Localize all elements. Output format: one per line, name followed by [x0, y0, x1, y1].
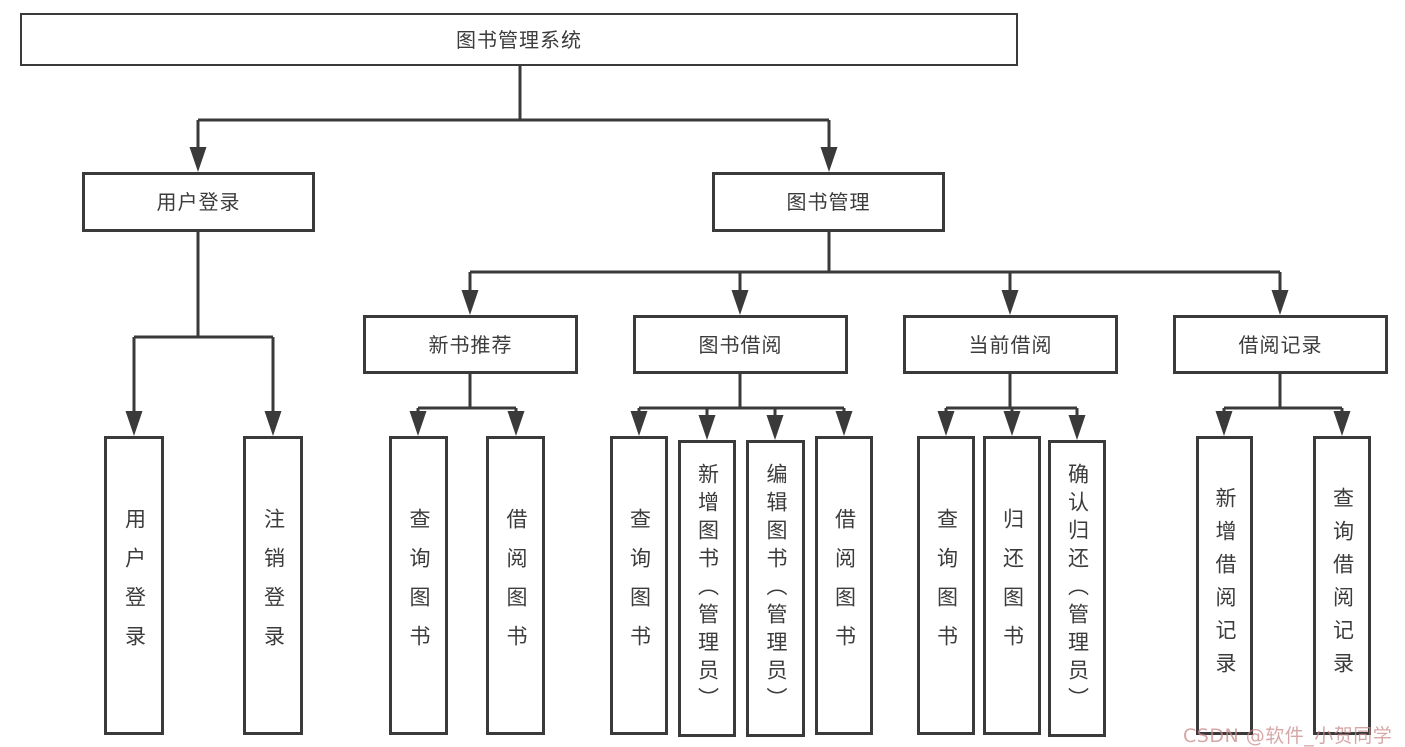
node-borrowing-records: 借阅记录	[1173, 315, 1388, 374]
node-book-borrowing: 图书借阅	[633, 315, 848, 374]
leaf-add-borrow-record: 新增借阅记录	[1196, 436, 1253, 735]
leaf-query-books-1: 查询图书	[389, 436, 448, 735]
leaf-borrow-books-1: 借阅图书	[486, 436, 545, 735]
node-current-borrowing: 当前借阅	[903, 315, 1118, 374]
leaf-user-login: 用户登录	[104, 436, 164, 735]
node-new-book-recommendation: 新书推荐	[363, 315, 578, 374]
node-user-login-branch: 用户登录	[82, 172, 315, 232]
node-book-management-branch: 图书管理	[712, 172, 945, 232]
leaf-query-books-2: 查询图书	[610, 436, 668, 735]
leaf-add-books-admin: 新增图书（管理员）	[678, 440, 736, 737]
leaf-logout: 注销登录	[243, 436, 303, 735]
leaf-query-borrow-record: 查询借阅记录	[1313, 436, 1371, 735]
leaf-borrow-books-2: 借阅图书	[815, 436, 873, 735]
leaf-return-books: 归还图书	[983, 436, 1041, 735]
leaf-query-books-3: 查询图书	[917, 436, 975, 735]
leaf-confirm-return-admin: 确认归还（管理员）	[1048, 440, 1106, 737]
leaf-edit-books-admin: 编辑图书（管理员）	[746, 440, 805, 737]
csdn-watermark: CSDN @软件_小贺同学	[1183, 725, 1393, 747]
node-library-management-system: 图书管理系统	[20, 13, 1018, 66]
